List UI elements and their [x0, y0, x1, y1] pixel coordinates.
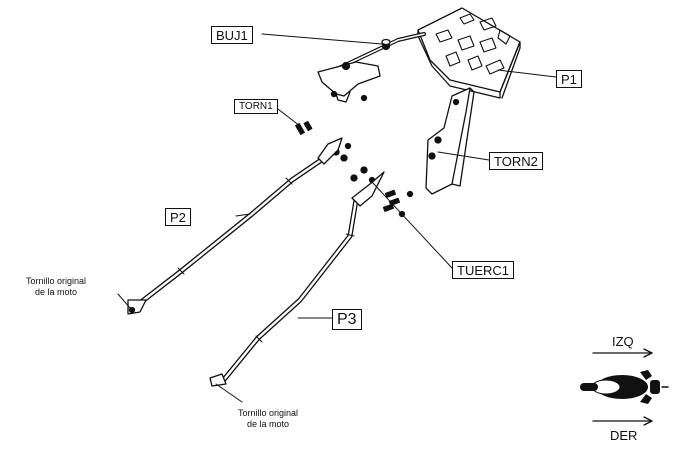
- front-arm: [317, 32, 426, 103]
- label-torn2: TORN2: [489, 152, 543, 170]
- leader-lines: [117, 33, 557, 403]
- label-buj1: BUJ1: [211, 26, 253, 44]
- rack-slots: [435, 13, 511, 75]
- label-torn1: TORN1: [234, 99, 278, 114]
- side-bracket: [425, 87, 475, 195]
- arm-p2: [127, 137, 343, 315]
- label-p3: P3: [332, 309, 362, 330]
- note-bottom-line-2: de la moto: [246, 419, 290, 429]
- note-left-line-1: Tornillo original: [25, 276, 87, 286]
- note-left-line-2: de la moto: [34, 287, 78, 297]
- rack-plate-p1: [417, 7, 521, 99]
- label-p1: P1: [556, 70, 582, 88]
- motorcycle-top-view: [580, 370, 669, 404]
- label-der: DER: [610, 428, 638, 443]
- label-p2: P2: [165, 208, 191, 226]
- label-izq: IZQ: [612, 334, 634, 349]
- label-tuerc1: TUERC1: [452, 261, 515, 279]
- arm-p3: [209, 171, 385, 387]
- direction-arrows: [592, 348, 653, 426]
- note-original-screw-left: Tornillo original de la moto: [6, 276, 106, 298]
- note-original-screw-bottom: Tornillo original de la moto: [218, 408, 318, 430]
- note-bottom-line-1: Tornillo original: [237, 408, 299, 418]
